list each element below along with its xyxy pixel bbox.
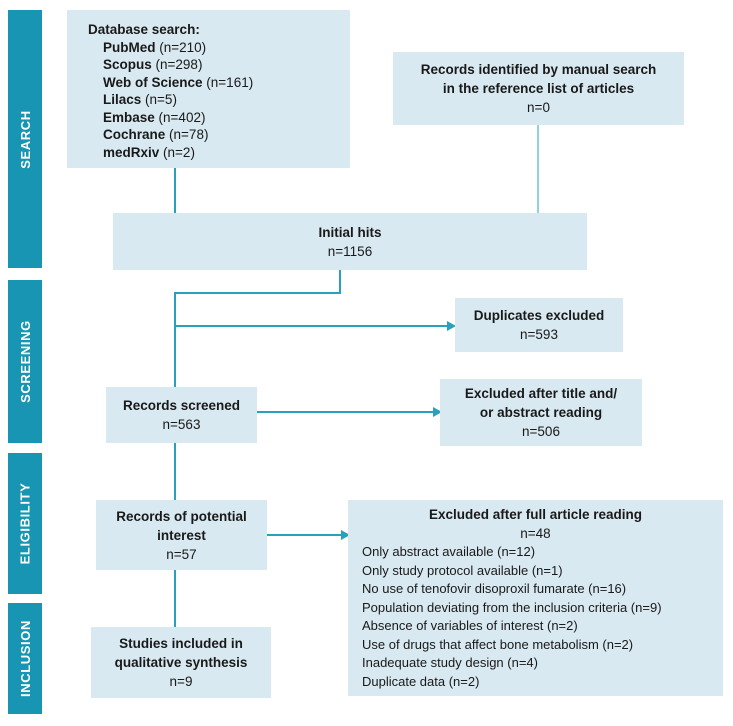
database-item-lilacs: Lilacs (n=5) — [67, 91, 350, 109]
duplicates-excluded-title: Duplicates excluded — [473, 308, 605, 323]
connector-manual-to-hits — [537, 125, 539, 213]
records-screened-title: Records screened — [122, 398, 241, 413]
database-item-scopus: Scopus (n=298) — [67, 56, 350, 74]
database-name: PubMed — [103, 39, 156, 55]
excluded-title-line1: Excluded after title and/ — [464, 386, 618, 401]
database-item-web-of-science: Web of Science (n=161) — [67, 74, 350, 92]
records-potential-count: n=57 — [166, 546, 197, 562]
stage-bar-eligibility: ELIGIBILITY — [8, 453, 42, 594]
database-name: Embase — [103, 109, 155, 125]
arrowhead-duplicates — [447, 321, 456, 331]
box-records-screened: Records screened n=563 — [106, 387, 257, 443]
connector-database-to-hits — [174, 168, 176, 213]
records-potential-line2: interest — [157, 527, 206, 543]
stage-label-eligibility: ELIGIBILITY — [17, 482, 33, 565]
arrowhead-excluded-title — [433, 407, 442, 417]
database-name: Lilacs — [103, 92, 142, 107]
excluded-full-count: n=48 — [520, 525, 551, 541]
exclusion-reason: Only abstract available (n=12) — [362, 544, 536, 559]
stage-label-search: SEARCH — [17, 109, 33, 169]
stage-label-screening: SCREENING — [17, 320, 33, 403]
studies-included-line2: qualitative synthesis — [114, 655, 248, 670]
exclusion-reason: Population deviating from the inclusion … — [362, 599, 662, 615]
connector-hits-down — [339, 270, 341, 294]
box-records-potential-interest: Records of potential interest n=57 — [96, 500, 267, 570]
connector-hits-branch — [174, 292, 341, 294]
database-item-pubmed: PubMed (n=210) — [67, 39, 350, 57]
exclusion-reason: Inadequate study design (n=4) — [362, 655, 538, 670]
excluded-title-count: n=506 — [522, 424, 560, 439]
exclusion-reason: No use of tenofovir disoproxil fumarate … — [362, 581, 627, 596]
manual-search-line1: Records identified by manual search — [420, 62, 657, 77]
database-name: Cochrane — [103, 127, 166, 142]
box-studies-included: Studies included in qualitative synthesi… — [91, 627, 271, 698]
database-count: (n=210) — [159, 39, 207, 55]
database-item-embase: Embase (n=402) — [67, 109, 350, 127]
database-item-cochrane: Cochrane (n=78) — [67, 126, 350, 144]
initial-hits-count: n=1156 — [327, 243, 373, 259]
manual-search-count: n=0 — [527, 100, 550, 115]
database-search-title: Database search: — [88, 22, 200, 37]
database-count: (n=161) — [206, 74, 254, 90]
records-screened-count: n=563 — [162, 417, 201, 432]
exclusion-reason: Only study protocol available (n=1) — [362, 562, 563, 578]
connector-to-excluded-title — [257, 411, 433, 413]
database-count: (n=298) — [155, 57, 203, 72]
excluded-full-title: Excluded after full article reading — [428, 507, 643, 522]
exclusion-reason: Use of drugs that affect bone metabolism… — [362, 636, 634, 652]
connector-to-screened — [174, 292, 176, 387]
stage-bar-inclusion: INCLUSION — [8, 603, 42, 714]
excluded-title-line2: or abstract reading — [479, 405, 603, 420]
stage-bar-search: SEARCH — [8, 10, 42, 268]
box-excluded-title-abstract: Excluded after title and/ or abstract re… — [440, 379, 642, 446]
exclusion-reason: Duplicate data (n=2) — [362, 673, 480, 689]
database-name: medRxiv — [103, 144, 160, 160]
arrowhead-excluded-full — [341, 530, 350, 540]
database-count: (n=5) — [145, 92, 177, 107]
box-excluded-full-article: Excluded after full article reading n=48… — [348, 500, 723, 696]
connector-to-duplicates — [174, 325, 447, 327]
box-initial-hits: Initial hits n=1156 — [113, 213, 587, 270]
studies-included-count: n=9 — [169, 674, 193, 689]
box-duplicates-excluded: Duplicates excluded n=593 — [455, 298, 623, 352]
exclusion-reason: Absence of variables of interest (n=2) — [362, 618, 578, 633]
database-count: (n=78) — [169, 127, 209, 142]
database-name: Web of Science — [103, 74, 203, 90]
database-count: (n=2) — [163, 144, 195, 160]
connector-to-excluded-full — [267, 534, 341, 536]
database-item-medrxiv: medRxiv (n=2) — [67, 144, 350, 162]
connector-potential-to-included — [174, 570, 176, 628]
database-name: Scopus — [103, 57, 152, 72]
box-manual-search: Records identified by manual search in t… — [393, 52, 684, 125]
studies-included-line1: Studies included in — [119, 636, 243, 651]
manual-search-line2: in the reference list of articles — [442, 81, 635, 96]
connector-screened-to-potential — [174, 443, 176, 501]
database-count: (n=402) — [158, 109, 206, 125]
stage-label-inclusion: INCLUSION — [17, 620, 33, 697]
initial-hits-title: Initial hits — [318, 224, 382, 240]
records-potential-line1: Records of potential — [116, 508, 247, 524]
duplicates-excluded-count: n=593 — [520, 327, 558, 342]
stage-bar-screening: SCREENING — [8, 280, 42, 443]
box-database-search: Database search: PubMed (n=210) Scopus (… — [67, 10, 350, 168]
